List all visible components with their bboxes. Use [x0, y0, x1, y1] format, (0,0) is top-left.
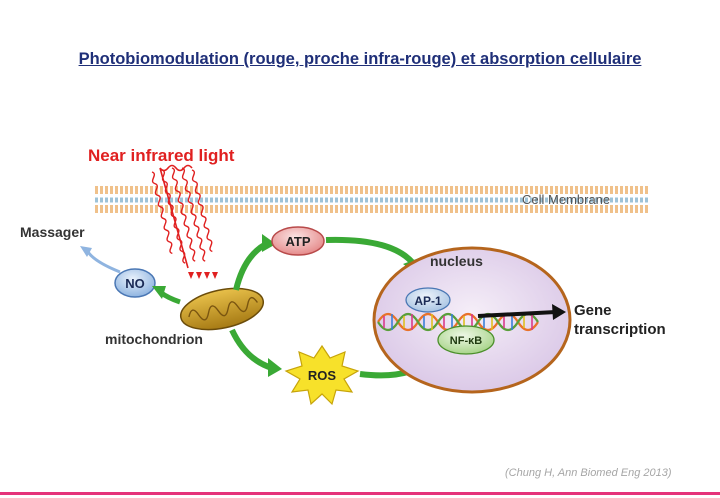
- massager-label: Massager: [20, 224, 85, 240]
- nucleus-label: nucleus: [430, 253, 483, 269]
- massager-arrowhead: [80, 246, 92, 257]
- ap1-bubble: AP-1: [405, 287, 451, 313]
- no-label: NO: [125, 276, 145, 291]
- light-wave-bundle: [151, 167, 213, 264]
- mito-to-no-arrowhead: [152, 286, 166, 299]
- mito-to-ros-arrow: [229, 328, 273, 371]
- membrane-label: Cell Membrane: [522, 192, 610, 207]
- ros-starburst: ROS: [284, 344, 360, 406]
- mitochondrion: [179, 287, 265, 331]
- light-label: Near infrared light: [88, 146, 235, 165]
- atp-bubble: ATP: [271, 226, 325, 256]
- transcription-arrow: [477, 310, 557, 318]
- citation: (Chung H, Ann Biomed Eng 2013): [505, 467, 672, 479]
- ros-label: ROS: [308, 368, 337, 383]
- cell-membrane: Cell Membrane: [95, 186, 650, 213]
- slide-title: Photobiomodulation (rouge, proche infra-…: [78, 50, 642, 68]
- mitochondrion-label: mitochondrion: [105, 331, 203, 347]
- no-bubble: NO: [114, 268, 156, 298]
- mito-to-atp-arrow: [233, 241, 268, 291]
- transcription-arrowhead: [552, 304, 566, 320]
- no-to-massager-arrow: [86, 251, 121, 274]
- light-arrowheads: [188, 272, 218, 279]
- mito-to-ros-arrowhead: [268, 358, 282, 377]
- mito-to-atp-arrowhead: [262, 234, 276, 252]
- atp-label: ATP: [285, 234, 310, 249]
- gene-label-line2: transcription: [574, 321, 666, 338]
- atp-to-nucleus-arrow: [325, 236, 415, 265]
- nfkb-bubble: NF-κB: [437, 325, 495, 355]
- gene-label-line1: Gene: [574, 302, 612, 319]
- ap1-label: AP-1: [414, 294, 442, 308]
- nfkb-label: NF-κB: [450, 335, 482, 347]
- bottom-accent-line: [0, 492, 720, 495]
